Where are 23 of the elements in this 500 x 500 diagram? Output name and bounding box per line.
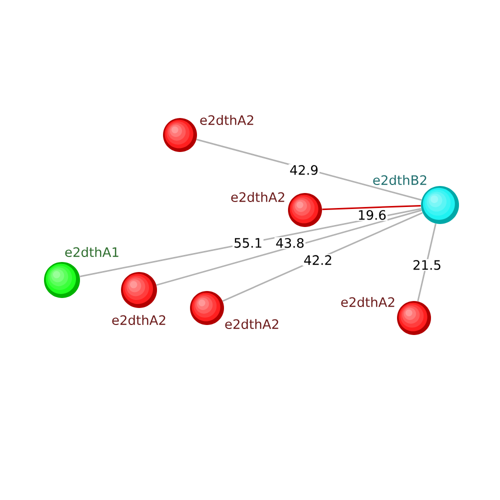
sphere-label: e2dthA2 [200,114,254,126]
sphere-label: e2dthA2 [341,296,394,308]
edge-label: 42.9 [288,164,320,176]
edge-label: 19.6 [356,209,388,221]
sphere [421,186,459,224]
sphere [190,291,224,325]
connector-line [322,204,421,210]
sphere [288,193,322,227]
sphere [397,301,431,335]
edge-label: 21.5 [412,259,442,271]
edge-label: 42.2 [302,254,334,266]
connector-line [222,212,423,302]
connector-line [156,210,422,286]
sphere [121,272,157,308]
sphere-label: e2dthA1 [65,246,118,258]
sphere-label: e2dthB2 [373,174,426,186]
sphere [163,118,197,152]
edge-label: 55.1 [232,237,264,249]
edge-label: 43.8 [274,237,306,249]
sphere [44,262,80,298]
sphere-label: e2dthA2 [225,318,278,330]
sphere-label: e2dthA2 [112,314,166,326]
sphere-label: e2dthA2 [231,192,284,202]
